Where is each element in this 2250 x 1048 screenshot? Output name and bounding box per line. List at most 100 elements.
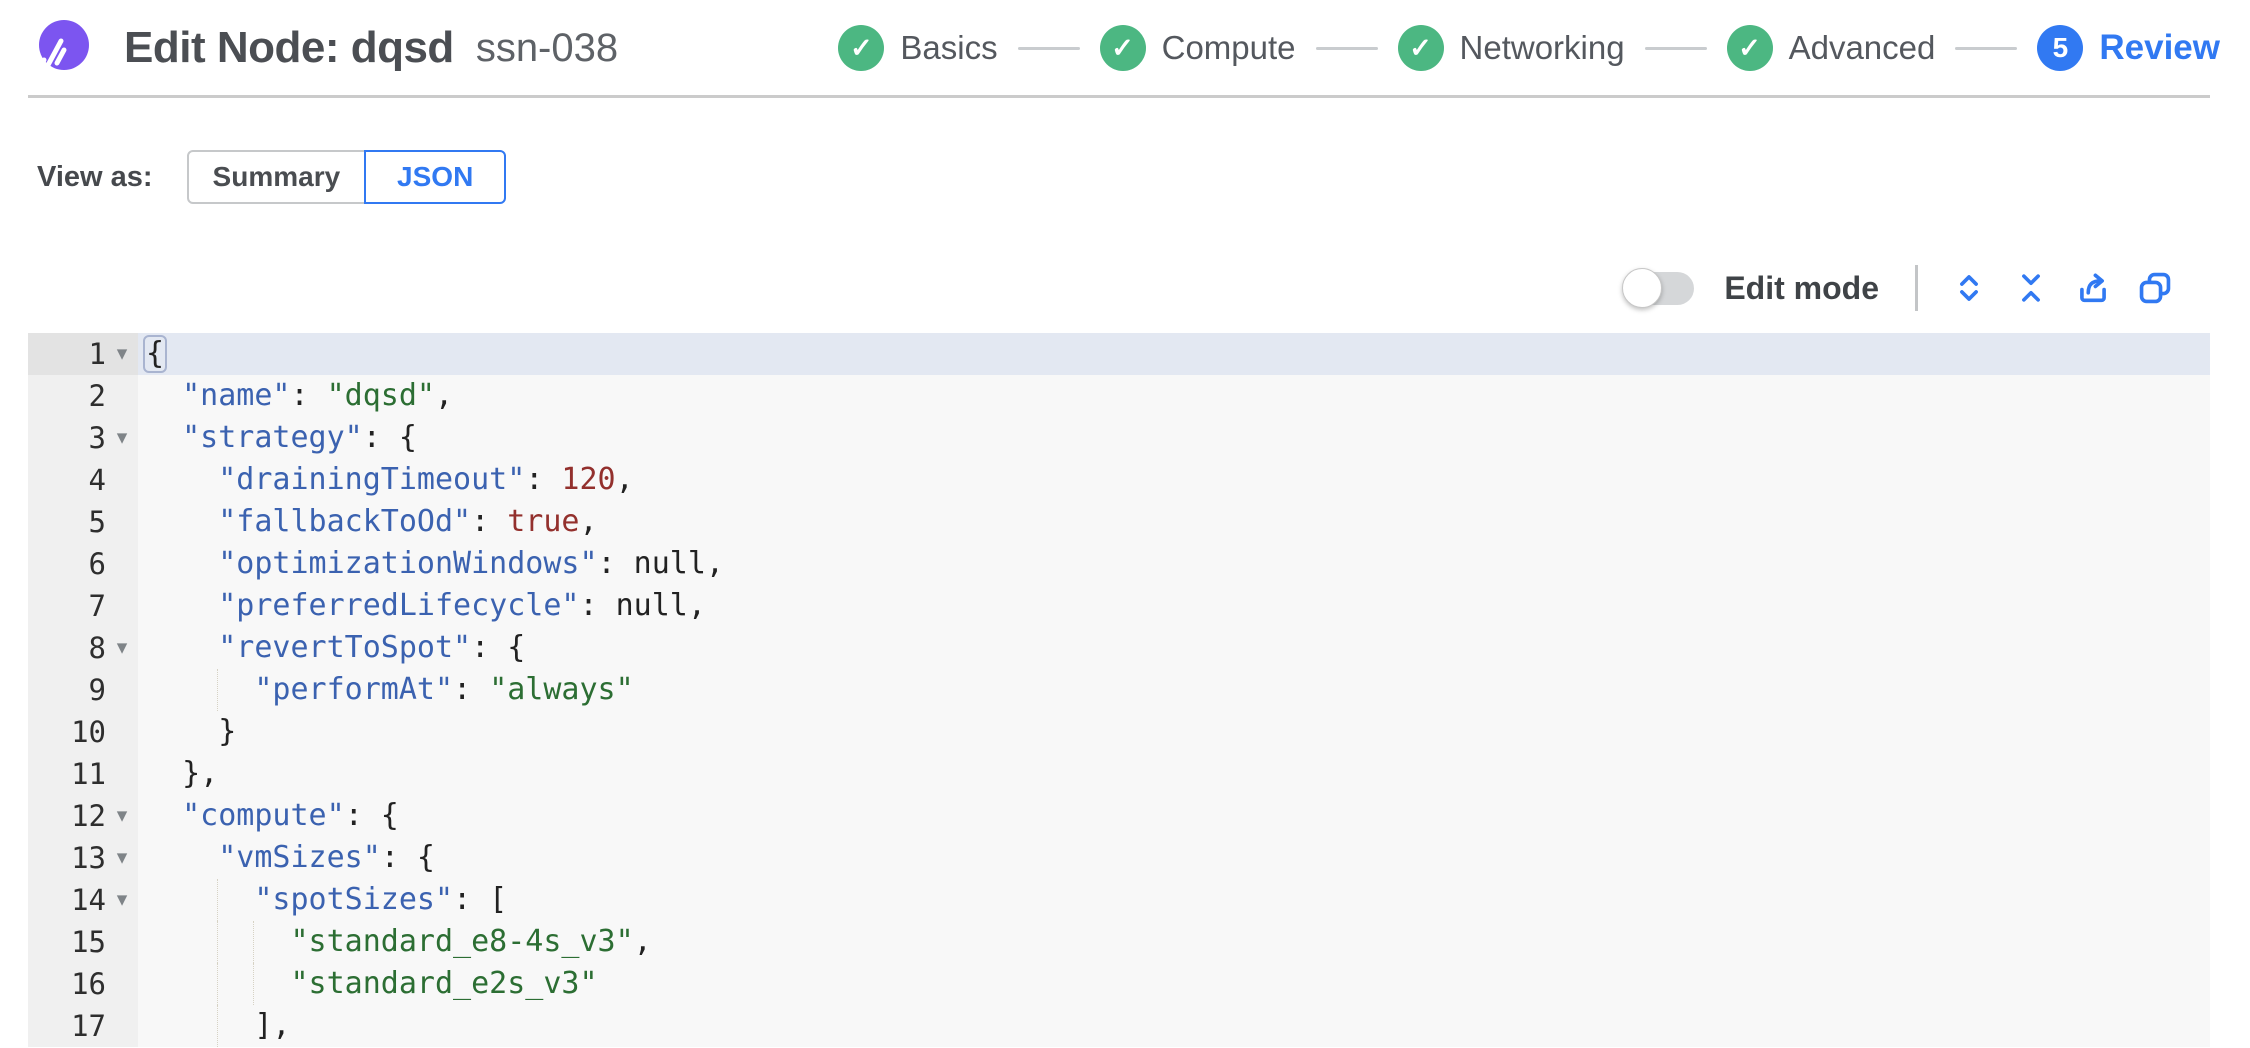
- editor-line: 17 ],: [28, 1005, 2210, 1047]
- indent: [146, 669, 182, 711]
- indent: [146, 795, 182, 837]
- edit-mode-toggle[interactable]: [1622, 267, 1695, 308]
- token-pun: ,: [633, 924, 652, 959]
- code-line[interactable]: "strategy": {: [138, 417, 2210, 459]
- spot-logo-icon: [35, 20, 89, 74]
- code-line[interactable]: },: [138, 753, 2210, 795]
- code-line[interactable]: "revertToSpot": {: [138, 627, 2210, 669]
- line-number: 4: [88, 463, 106, 497]
- token-str: "standard_e2s_v3": [290, 966, 598, 1001]
- code-line[interactable]: ],: [138, 1005, 2210, 1047]
- token-pun: ,: [705, 546, 724, 581]
- fold-toggle-icon[interactable]: ▾: [116, 846, 128, 869]
- step-connector: [1315, 46, 1378, 50]
- indent: [182, 879, 218, 921]
- editor-line: 9 "performAt": "always": [28, 669, 2210, 711]
- indent-guide: [253, 963, 290, 1005]
- editor-line: 10 }: [28, 711, 2210, 753]
- gutter-cell: 6: [28, 543, 138, 585]
- token-num: true: [507, 504, 580, 539]
- step-label: Review: [2099, 28, 2220, 67]
- editor-line: 4 "drainingTimeout": 120,: [28, 459, 2210, 501]
- wizard-stepper: ✓Basics ✓Compute ✓Networking ✓Advanced 5 Revi…: [838, 25, 2220, 71]
- code-line[interactable]: {: [138, 333, 2210, 375]
- indent: [146, 501, 182, 543]
- step-connector: [1644, 46, 1707, 50]
- editor-line: 1▾{: [28, 333, 2210, 375]
- step-number-badge: 5: [2037, 25, 2084, 71]
- step-label: Basics: [900, 29, 998, 66]
- code-line[interactable]: "name": "dqsd",: [138, 375, 2210, 417]
- step-connector: [1955, 46, 2018, 50]
- token-pun: :: [453, 672, 490, 707]
- code-line[interactable]: "vmSizes": {: [138, 837, 2210, 879]
- token-pun: },: [182, 756, 219, 791]
- indent: [182, 921, 218, 963]
- indent: [146, 585, 182, 627]
- token-pun: {: [143, 335, 167, 373]
- token-key: "preferredLifecycle": [218, 588, 580, 623]
- gutter-cell: 4: [28, 459, 138, 501]
- editor-line: 6 "optimizationWindows": null,: [28, 543, 2210, 585]
- token-pun: : {: [380, 840, 435, 875]
- editor-line: 15 "standard_e8-4s_v3",: [28, 921, 2210, 963]
- indent: [146, 417, 182, 459]
- indent: [146, 921, 182, 963]
- code-line[interactable]: }: [138, 711, 2210, 753]
- expand-icon[interactable]: [1950, 269, 1988, 307]
- app-header: Edit Node: dqsd ssn-038 ✓Basics✓Compute✓…: [0, 0, 2250, 96]
- step-advanced[interactable]: ✓Advanced: [1726, 25, 1935, 71]
- editor-line: 2 "name": "dqsd",: [28, 375, 2210, 417]
- token-pun: ,: [687, 588, 706, 623]
- token-num: 120: [561, 462, 616, 497]
- line-number: 13: [71, 841, 106, 875]
- code-line[interactable]: "standard_e8-4s_v3",: [138, 921, 2210, 963]
- indent: [182, 627, 218, 669]
- code-line[interactable]: "preferredLifecycle": null,: [138, 585, 2210, 627]
- editor-line: 3▾ "strategy": {: [28, 417, 2210, 459]
- line-number: 7: [88, 589, 106, 623]
- line-number: 17: [71, 1009, 106, 1043]
- token-pun: ,: [435, 378, 454, 413]
- indent: [146, 1005, 182, 1047]
- code-line[interactable]: "performAt": "always": [138, 669, 2210, 711]
- token-key: "vmSizes": [218, 840, 381, 875]
- token-key: "drainingTimeout": [218, 462, 526, 497]
- fold-toggle-icon[interactable]: ▾: [116, 888, 128, 911]
- token-pun: :: [597, 546, 634, 581]
- view-toggle-summary[interactable]: Summary: [186, 150, 367, 204]
- export-icon[interactable]: [2074, 269, 2112, 307]
- gutter-cell: 5: [28, 501, 138, 543]
- line-number: 14: [71, 883, 106, 917]
- step-basics[interactable]: ✓Basics: [838, 25, 998, 71]
- line-number: 10: [71, 715, 106, 749]
- line-number: 2: [88, 379, 106, 413]
- code-line[interactable]: "standard_e2s_v3": [138, 963, 2210, 1005]
- token-key: "revertToSpot": [218, 630, 472, 665]
- view-toggle-json[interactable]: JSON: [364, 150, 507, 204]
- token-pun: ],: [254, 1008, 291, 1043]
- fold-toggle-icon[interactable]: ▾: [116, 636, 128, 659]
- step-label: Networking: [1459, 29, 1625, 66]
- code-line[interactable]: "spotSizes": [: [138, 879, 2210, 921]
- code-line[interactable]: "compute": {: [138, 795, 2210, 837]
- fold-toggle-icon[interactable]: ▾: [116, 342, 128, 365]
- token-pun: }: [218, 714, 237, 749]
- fold-toggle-icon[interactable]: ▾: [116, 804, 128, 827]
- json-editor[interactable]: 1▾{2 "name": "dqsd",3▾ "strategy": {4 "d…: [28, 333, 2210, 1048]
- editor-line: 5 "fallbackToOd": true,: [28, 501, 2210, 543]
- copy-icon[interactable]: [2136, 269, 2174, 307]
- token-nul: null: [633, 546, 706, 581]
- gutter-cell: 15: [28, 921, 138, 963]
- step-compute[interactable]: ✓Compute: [1099, 25, 1296, 71]
- step-review[interactable]: 5 Review: [2037, 25, 2220, 71]
- line-number: 6: [88, 547, 106, 581]
- step-networking[interactable]: ✓Networking: [1397, 25, 1625, 71]
- code-line[interactable]: "fallbackToOd": true,: [138, 501, 2210, 543]
- code-line[interactable]: "optimizationWindows": null,: [138, 543, 2210, 585]
- token-str: "always": [489, 672, 634, 707]
- fold-toggle-icon[interactable]: ▾: [116, 426, 128, 449]
- collapse-icon[interactable]: [2012, 269, 2050, 307]
- code-line[interactable]: "drainingTimeout": 120,: [138, 459, 2210, 501]
